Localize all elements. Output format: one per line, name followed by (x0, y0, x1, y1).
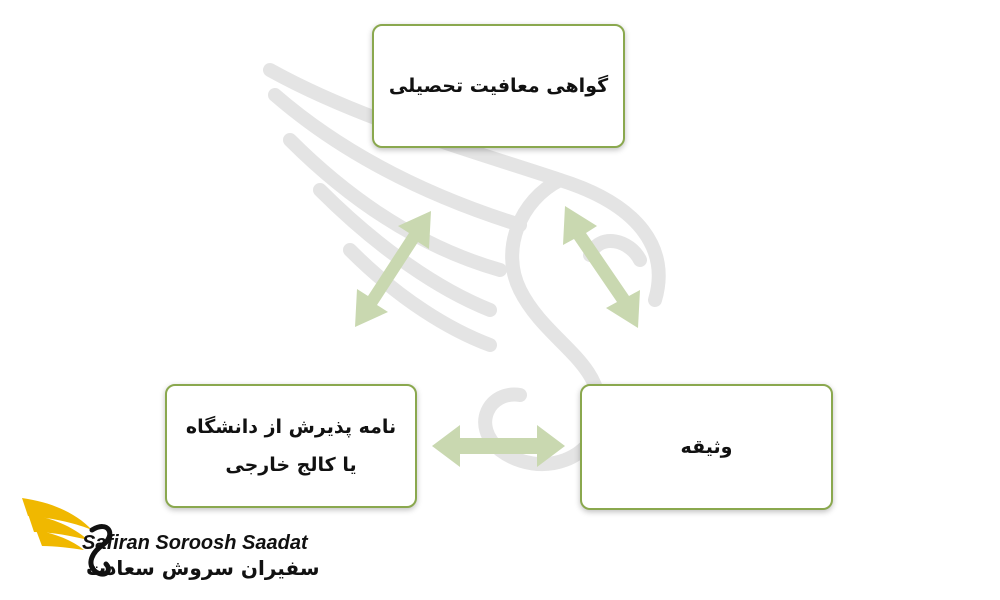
node-collateral: وثیقه (580, 384, 833, 510)
logo-english-text: Safiran Soroosh Saadat (82, 532, 308, 554)
node-left-label: نامه پذیرش از دانشگاه یا کالج خارجی (185, 416, 397, 476)
double-arrow-left-diagonal (355, 211, 431, 327)
double-arrow-right-diagonal (563, 206, 640, 328)
node-top-label: گواهی معافیت تحصیلی (388, 75, 609, 97)
swan-logo-icon (22, 498, 113, 577)
double-arrow-horizontal (432, 425, 565, 467)
node-education-exemption: گواهی معافیت تحصیلی (372, 24, 625, 148)
node-admission-letter: نامه پذیرش از دانشگاه یا کالج خارجی (165, 384, 417, 508)
logo-persian-text: سفیران سروش سعادت (86, 556, 320, 580)
node-right-label: وثیقه (680, 436, 733, 458)
